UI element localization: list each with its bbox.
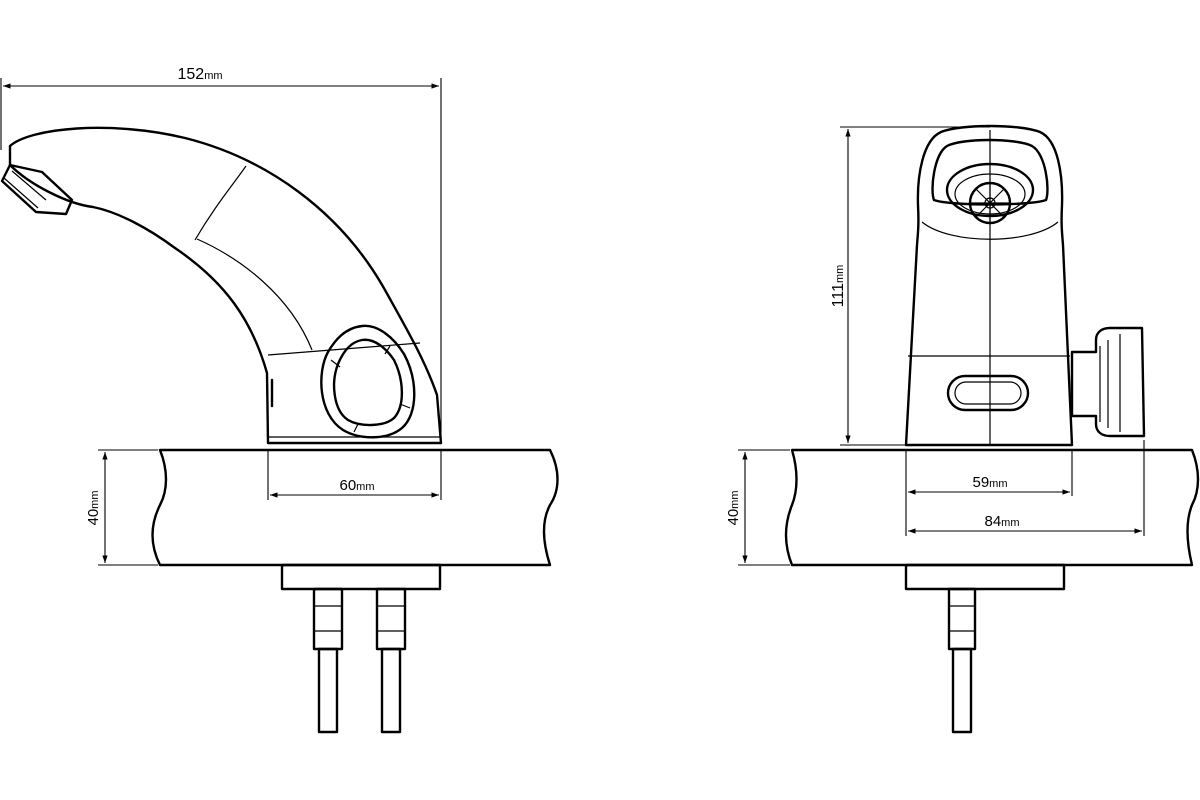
side-spout-seam-1 bbox=[194, 165, 247, 241]
front-view: 111mm 59mm 84mm 40mm bbox=[725, 124, 1200, 734]
side-supply-hose-right bbox=[375, 587, 407, 734]
side-supply-hose-left bbox=[312, 587, 344, 734]
front-deck bbox=[784, 448, 1200, 567]
front-sensor-window bbox=[946, 374, 1030, 412]
side-sensor-dash-1 bbox=[330, 345, 411, 433]
front-body bbox=[904, 124, 1074, 447]
front-base-label: 59mm bbox=[972, 474, 1007, 491]
side-spout-seam-2 bbox=[196, 238, 313, 351]
side-deck-label: 40mm bbox=[85, 490, 102, 525]
front-hood-inner bbox=[931, 138, 1049, 206]
side-sensor-outer bbox=[320, 324, 416, 439]
front-overall-label: 84mm bbox=[984, 513, 1019, 530]
side-spout-body bbox=[8, 126, 443, 445]
side-view: 152mm 60mm 40mm bbox=[0, 66, 559, 734]
front-mount-block bbox=[904, 563, 1066, 591]
side-base-label: 60mm bbox=[339, 477, 374, 494]
front-side-knob bbox=[1070, 326, 1146, 438]
side-sensor-inner bbox=[332, 338, 404, 427]
side-deck bbox=[151, 448, 559, 567]
side-spout-seam-3 bbox=[267, 342, 421, 356]
side-length-label: 152mm bbox=[177, 66, 222, 83]
side-mount-block bbox=[280, 563, 442, 591]
side-aerator-ring bbox=[3, 170, 47, 209]
side-aerator-tip bbox=[0, 163, 74, 216]
front-height-label: 111mm bbox=[830, 265, 847, 308]
front-supply-hose bbox=[947, 587, 977, 734]
front-deck-label: 40mm bbox=[725, 490, 742, 525]
